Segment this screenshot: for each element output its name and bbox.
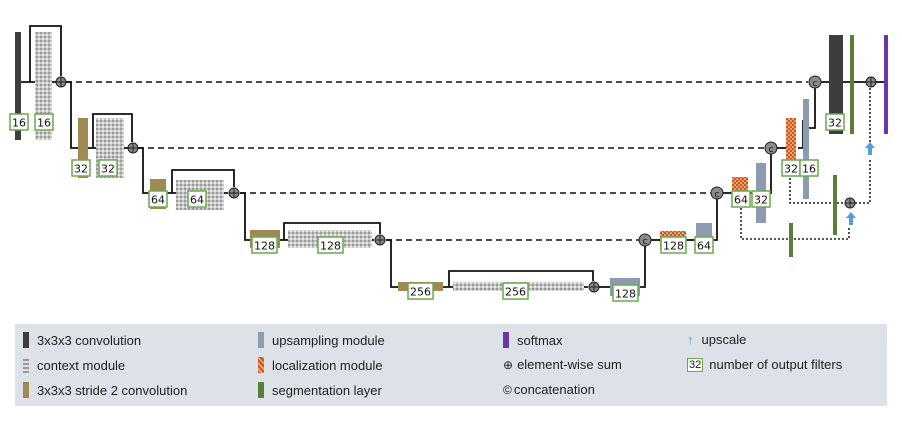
element-wise-sum-icon [844, 197, 856, 209]
stride-conv-2 [78, 118, 88, 178]
filter-count-loc4: 128 [660, 236, 687, 254]
filter-count-stride2: 32 [71, 159, 91, 177]
concatenation-icon: © [503, 382, 512, 397]
legend: 3x3x3 convolution context module 3x3x3 s… [15, 324, 887, 406]
element-wise-sum-icon [127, 142, 139, 154]
filter-count-context5: 256 [502, 282, 529, 300]
concat-nodes: c c c c [638, 75, 822, 247]
conv-block-1 [15, 32, 21, 140]
filter-count-text: 64 [151, 194, 165, 207]
segmentation-swatch-icon [258, 382, 264, 398]
upsampling-module-2 [803, 99, 809, 199]
filter-count-text: 32 [828, 117, 842, 130]
filter-count-text: 32 [101, 163, 115, 176]
conv-block-final [829, 35, 843, 134]
segmentation-layer-3 [789, 223, 793, 257]
upsampling-swatch-icon [258, 332, 264, 348]
filter-count-loc3: 64 [731, 190, 751, 208]
svg-text:c: c [813, 79, 818, 89]
context-module-1 [35, 32, 52, 140]
legend-item-sum: ⊕element-wise sum [503, 357, 622, 372]
segmentation-layer-2 [833, 175, 837, 235]
filter-count-conv_final: 32 [825, 113, 845, 131]
legend-item-upsampling: upsampling module [258, 332, 385, 348]
unet-diagram: c c c c 16 16 32 32 64 64 128 128 256 256 128 128 64… [9, 25, 888, 302]
filter-count-text: 32 [74, 163, 88, 176]
svg-text:c: c [643, 237, 648, 247]
filter-count-text: 128 [615, 288, 636, 301]
legend-item-stride: 3x3x3 stride 2 convolution [23, 382, 187, 398]
concatenation-icon: c [808, 75, 822, 89]
softmax-layer [884, 35, 888, 134]
filter-count-up4: 64 [694, 236, 714, 254]
softmax-swatch-icon [503, 332, 509, 348]
element-wise-sum-icon [588, 281, 600, 293]
filter-count-loc2: 32 [781, 159, 801, 177]
filter-count-text: 16 [802, 163, 816, 176]
filter-count-up2: 16 [799, 159, 819, 177]
sum-nodes [55, 76, 877, 293]
filter-count-text: 16 [12, 117, 26, 130]
svg-text:c: c [769, 145, 774, 155]
filter-count-text: 128 [663, 240, 684, 253]
filter-count-text: 64 [190, 194, 204, 207]
filter-count-text: 32 [784, 163, 798, 176]
stride-swatch-icon [23, 382, 29, 398]
filter-count-stride4: 128 [251, 236, 278, 254]
upscale-icon [865, 142, 875, 155]
context-swatch-icon [23, 357, 29, 373]
localization-module-2 [786, 118, 796, 174]
element-wise-sum-icon [228, 187, 240, 199]
filter-count-text: 64 [734, 194, 748, 207]
legend-item-localization: localization module [258, 357, 383, 373]
upscale-icon: ↑ [687, 332, 694, 347]
filter-count-example: 32 [687, 357, 704, 372]
filter-count-context2: 32 [98, 159, 118, 177]
element-wise-sum-icon [374, 234, 386, 246]
filter-count-stride3: 64 [148, 190, 168, 208]
filter-count-conv1: 16 [9, 113, 29, 131]
filter-count-text: 32 [754, 194, 768, 207]
skip-connections [66, 81, 808, 241]
legend-item-softmax: softmax [503, 332, 563, 348]
filter-count-up3: 32 [751, 190, 771, 208]
element-wise-sum-icon [865, 76, 877, 88]
legend-item-segmentation: segmentation layer [258, 382, 382, 398]
filter-count-labels: 16 16 32 32 64 64 128 128 256 256 128 128 64 64 32 32 16… [9, 113, 845, 302]
element-wise-sum-icon: ⊕ [503, 357, 514, 372]
filter-count-stride5: 256 [407, 282, 434, 300]
concatenation-icon: c [764, 141, 778, 155]
filter-count-text: 16 [37, 117, 51, 130]
segmentation-layer-1 [850, 35, 854, 134]
filter-count-up5: 128 [612, 284, 639, 302]
deep-supervision [740, 88, 871, 240]
concatenation-icon: c [710, 186, 724, 200]
svg-text:c: c [715, 190, 720, 200]
legend-item-upscale: ↑upscale [687, 332, 747, 347]
filter-count-context1: 16 [34, 113, 54, 131]
filter-count-text: 256 [410, 286, 431, 299]
filter-count-text: 64 [697, 240, 711, 253]
filter-count-text: 128 [254, 240, 275, 253]
upscale-icon [846, 212, 856, 225]
element-wise-sum-icon [55, 76, 67, 88]
legend-item-context: context module [23, 357, 125, 373]
legend-item-concat: ©concatenation [503, 382, 595, 397]
localization-swatch-icon [258, 357, 264, 373]
filter-count-context4: 128 [317, 236, 344, 254]
conv-swatch-icon [23, 332, 29, 348]
concatenation-icon: c [638, 233, 652, 247]
filter-count-text: 256 [505, 286, 526, 299]
legend-item-conv: 3x3x3 convolution [23, 332, 141, 348]
filter-count-context3: 64 [187, 190, 207, 208]
filter-count-text: 128 [320, 240, 341, 253]
main-path [20, 25, 884, 288]
